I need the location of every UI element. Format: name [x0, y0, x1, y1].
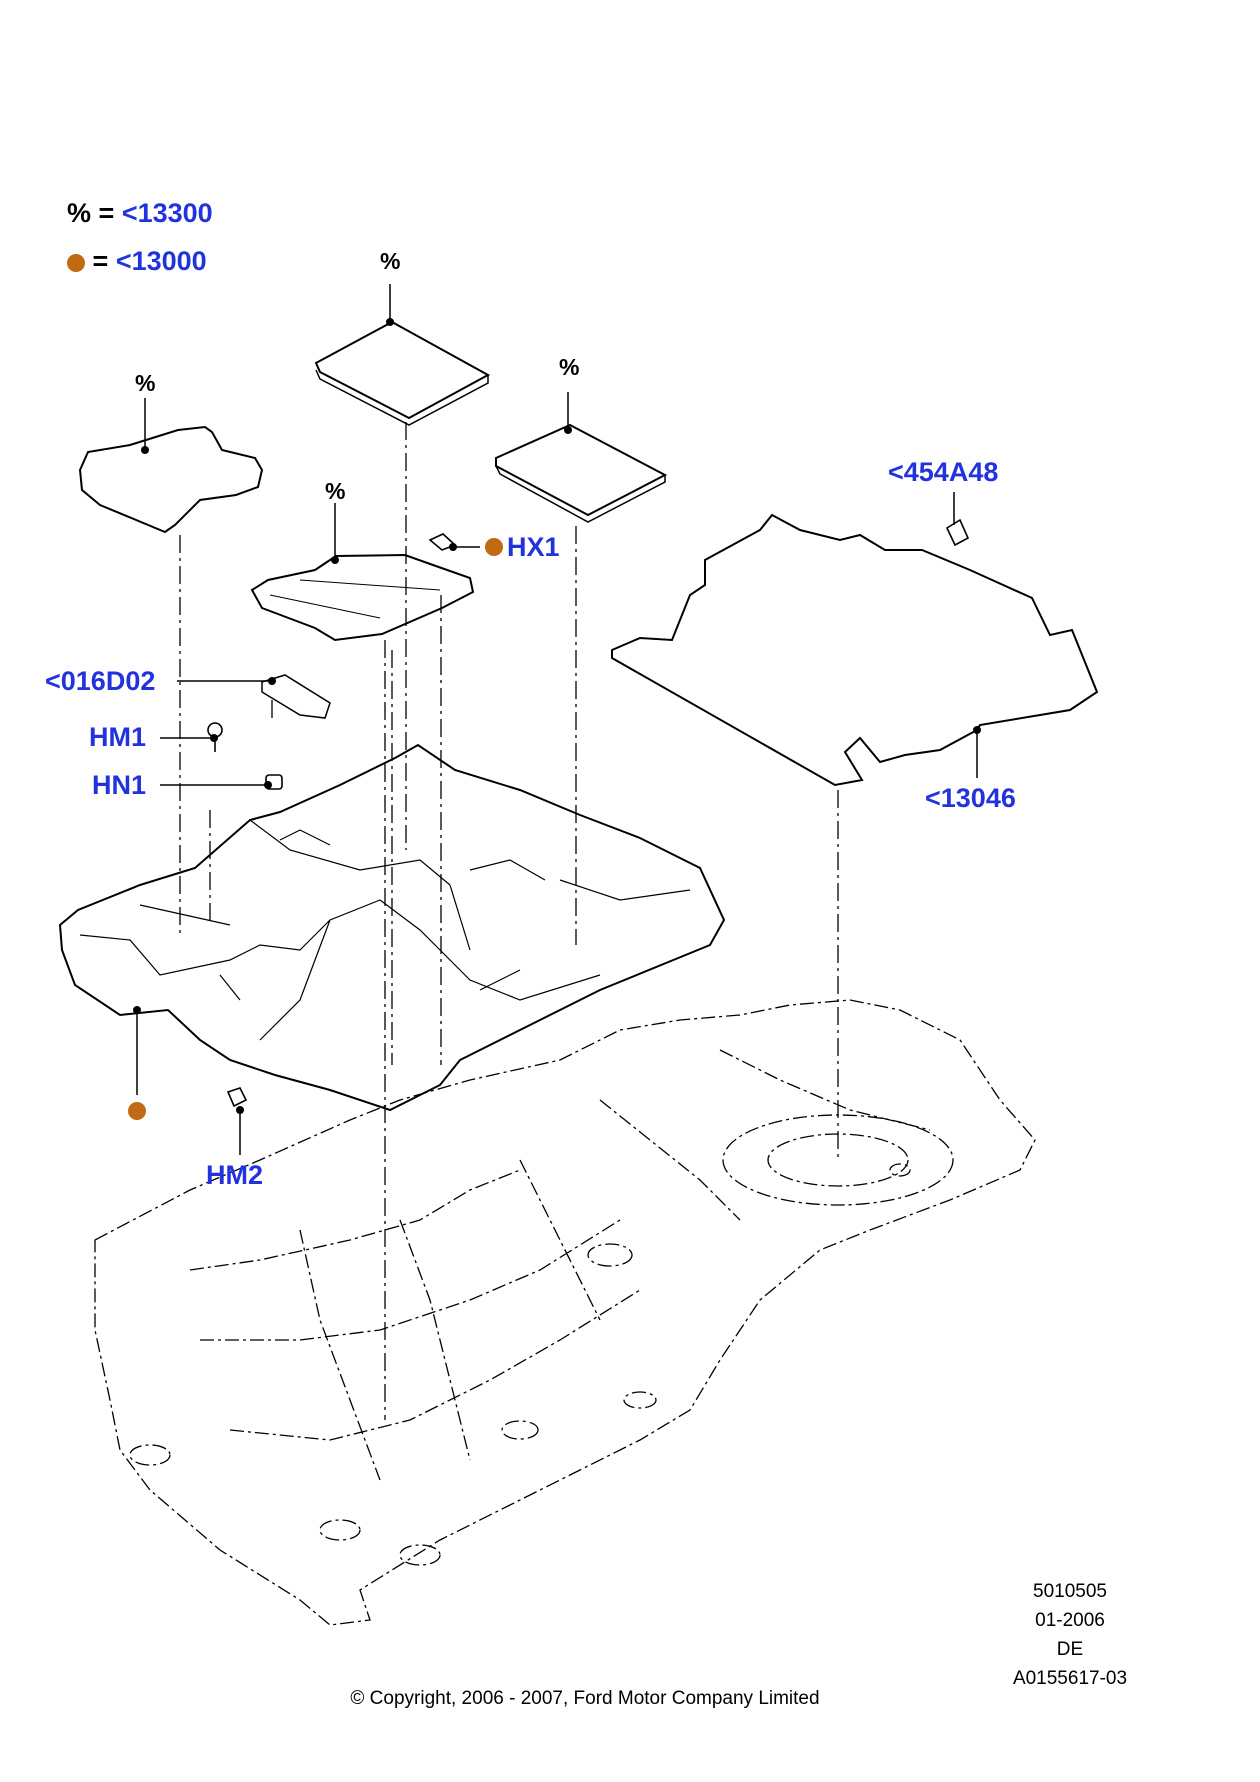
legend-equals: = — [98, 198, 115, 228]
legend-percent-row: % = <13300 — [67, 200, 213, 227]
vehicle-floor-pan — [94, 999, 1036, 1626]
hx1-marker-dot — [485, 538, 503, 556]
copyright-text: © Copyright, 2006 - 2007, Ford Motor Com… — [350, 1688, 820, 1709]
drawing-lang: DE — [1056, 1639, 1084, 1660]
luggage-mat-13046 — [611, 513, 1099, 787]
callout-hm2[interactable]: HM2 — [206, 1160, 264, 1190]
floor-mat-center — [250, 553, 475, 642]
percent-marker-mat-left: % — [135, 370, 156, 396]
drawing-code: A0155617-03 — [1012, 1668, 1128, 1689]
legend-equals: = — [92, 246, 109, 276]
legend-percent-ref: <13300 — [121, 198, 213, 228]
percent-marker-mat-top: % — [380, 248, 401, 274]
callout-016d02[interactable]: <016D02 — [45, 666, 156, 696]
callout-hm1[interactable]: HM1 — [89, 722, 147, 752]
legend-dot-ref: <13000 — [115, 246, 207, 276]
callout-454a48[interactable]: <454A48 — [888, 457, 999, 487]
callout-13046[interactable]: <13046 — [925, 783, 1016, 813]
bracket-016d02 — [261, 674, 331, 719]
legend-dot-row: = <13000 — [67, 248, 207, 275]
legend-dot-icon — [67, 253, 85, 272]
callout-hx1[interactable]: HX1 — [507, 532, 560, 562]
drawing-number: 5010505 — [1033, 1581, 1107, 1602]
floor-mat-left — [78, 425, 264, 534]
legend-percent-symbol: % — [67, 198, 92, 228]
percent-marker-mat-center: % — [325, 478, 346, 504]
callout-hn1[interactable]: HN1 — [92, 770, 147, 800]
drawing-date: 01-2006 — [1035, 1610, 1105, 1631]
floor-mat-top — [314, 320, 491, 420]
floor-carpet — [58, 743, 726, 1112]
floor-mat-right — [495, 423, 668, 517]
carpet-marker-dot — [128, 1102, 146, 1120]
percent-marker-mat-right: % — [559, 354, 580, 380]
